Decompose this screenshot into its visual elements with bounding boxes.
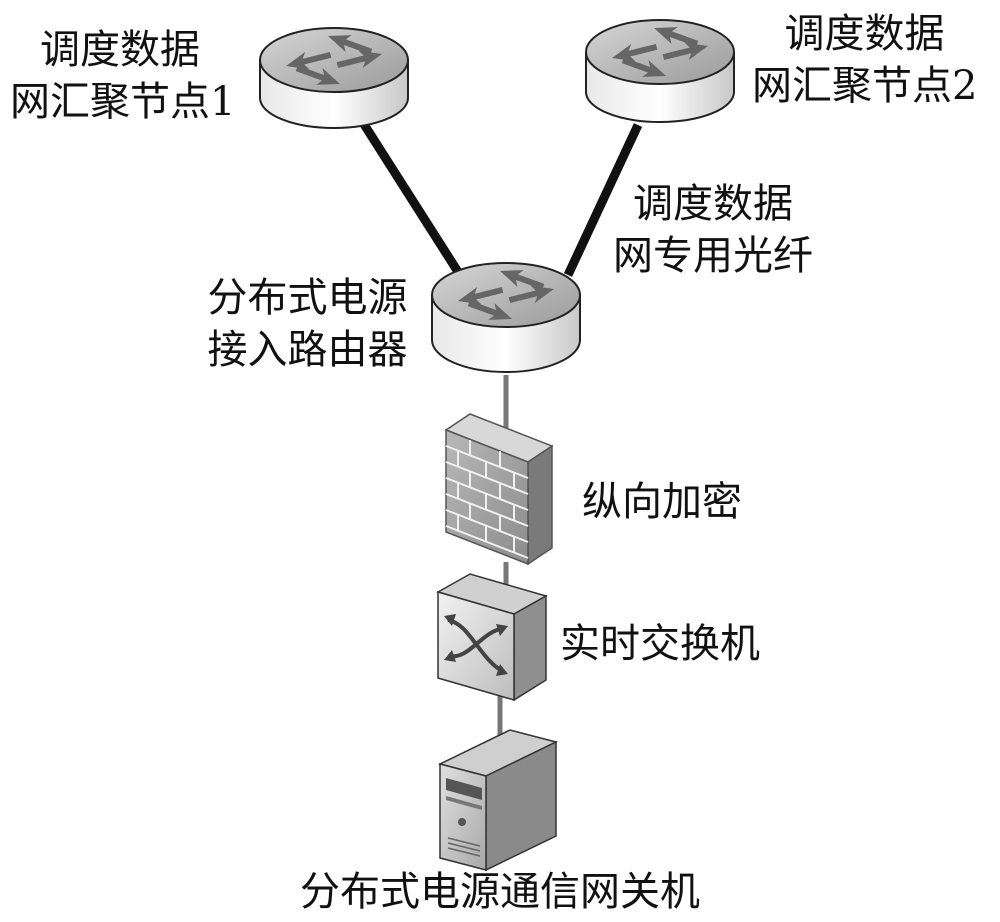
- fiber-link-line1: 调度数据: [633, 181, 793, 227]
- firewall-icon: [444, 413, 554, 566]
- fiber-link-line2: 网专用光纤: [613, 233, 813, 279]
- aggregation-node-1-line2: 网汇聚节点1: [10, 79, 236, 125]
- switch-icon: [436, 573, 548, 702]
- router-icon: [431, 262, 581, 373]
- aggregation-node-2-line1: 调度数据: [784, 11, 945, 57]
- access-router-line2: 接入路由器: [207, 327, 408, 373]
- fiber-link-label: 调度数据 网专用光纤: [608, 178, 818, 282]
- realtime-switch-label: 实时交换机: [560, 621, 760, 667]
- access-router-label: 分布式电源 接入路由器: [200, 272, 415, 376]
- vertical-encryption-label: 纵向加密: [582, 479, 742, 525]
- server-icon: [437, 729, 559, 872]
- router-icon: [259, 27, 409, 129]
- aggregation-node-1-line1: 调度数据: [40, 27, 200, 73]
- fiber-link-left: [356, 115, 464, 278]
- aggregation-node-2-line2: 网汇聚节点2: [752, 63, 978, 109]
- router-icon: [585, 19, 735, 123]
- aggregation-node-2-label: 调度数据 网汇聚节点2: [752, 8, 977, 112]
- gateway-label: 分布式电源通信网关机: [300, 869, 700, 915]
- fiber-link-right: [563, 123, 643, 277]
- aggregation-node-1-label: 调度数据 网汇聚节点1: [10, 24, 236, 128]
- access-router-line1: 分布式电源: [207, 275, 408, 321]
